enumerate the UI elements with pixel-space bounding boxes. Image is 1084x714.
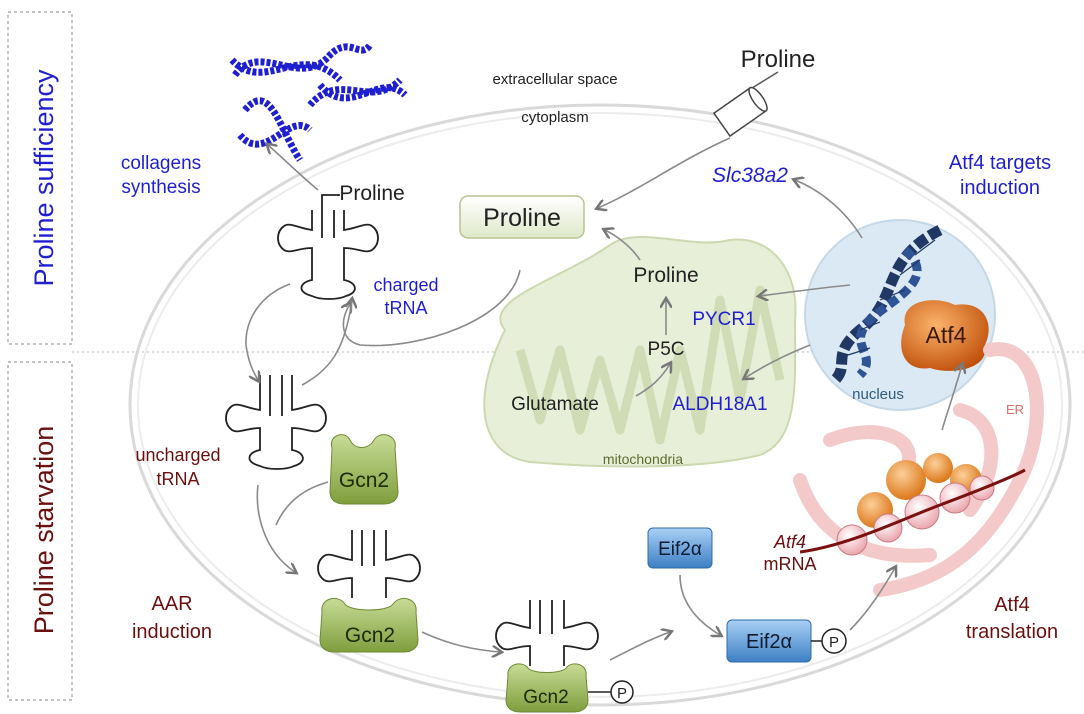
charged-trna-label-1: charged [373, 275, 438, 295]
uncharged-trna-label-2: tRNA [156, 469, 199, 489]
collagen-fibers-icon [229, 42, 408, 162]
gcn2-trna-complex-icon [317, 530, 421, 598]
eif2a-icon [647, 527, 713, 569]
proline-trna-label: Proline [339, 182, 404, 205]
proline-sufficiency-label: Proline sufficiency [29, 69, 59, 287]
uncharged-trna-icon [225, 375, 327, 470]
atf4-translation-label-2: translation [966, 621, 1058, 643]
cytoplasm-label: cytoplasm [521, 109, 589, 126]
pathway-arrows [245, 137, 962, 661]
gcn2-phospho-icon [505, 663, 589, 713]
eif2a-phosphate-label: P [829, 634, 839, 651]
starvation-panel [7, 361, 73, 701]
er-label: ER [1006, 402, 1024, 417]
aar-induction-label-1: AAR [151, 593, 192, 615]
pycr1-label: PYCR1 [692, 309, 755, 330]
proline-extracellular-label: Proline [741, 46, 816, 73]
extracellular-space-label: extracellular space [492, 71, 617, 88]
cell-membrane [128, 103, 1072, 707]
proline-pool-label: Proline [483, 204, 561, 232]
gcn2-phosphate-label: P [617, 685, 627, 702]
atf4-translation-label-1: Atf4 [994, 594, 1030, 616]
gcn2-free-icon [329, 434, 399, 505]
proline-mito-label: Proline [633, 264, 698, 287]
proline-starvation-label: Proline starvation [29, 426, 59, 635]
dna-helix-icon [830, 225, 943, 384]
aar-induction-label-2: induction [132, 621, 212, 643]
collagens-synthesis-label-1: collagens [121, 153, 201, 174]
proline-pool-box [459, 195, 585, 239]
aldh18a1-label: ALDH18A1 [672, 394, 767, 415]
mitochondria-label: mitochondria [603, 451, 683, 467]
eif2a-phospho-label: Eif2α [746, 631, 792, 653]
atf4-targets-label-1: Atf4 targets [949, 152, 1051, 174]
slc38a2-label: Slc38a2 [712, 164, 788, 187]
gcn2-bound-label: Gcn2 [345, 624, 395, 647]
gcn2-bound-icon [319, 597, 419, 653]
atf4-mrna-strand [799, 468, 1026, 554]
charged-trna-label-2: tRNA [384, 298, 427, 318]
mitochondria-icon [483, 236, 797, 468]
atf4-mrna-label-1: Atf4 [773, 532, 806, 552]
slc38a2-transporter-icon [712, 71, 779, 138]
sufficiency-panel [7, 11, 73, 345]
atf4-protein-icon [901, 300, 989, 371]
gcn2-phospho-label: Gcn2 [523, 687, 568, 708]
eif2a-phosphate-icon [821, 628, 847, 654]
charged-trna-icon [277, 194, 379, 300]
atf4-targets-label-2: induction [960, 177, 1040, 199]
atf4-protein-label: Atf4 [926, 322, 967, 348]
gcn2-free-label: Gcn2 [339, 469, 389, 492]
nucleus-label: nucleus [852, 386, 904, 403]
collagens-synthesis-label-2: synthesis [121, 177, 200, 198]
eif2a-label: Eif2α [658, 539, 702, 560]
p5c-label: P5C [648, 339, 685, 360]
atf4-mrna-label-2: mRNA [764, 554, 817, 574]
uncharged-trna-label-1: uncharged [135, 445, 220, 465]
glutamate-label: Glutamate [511, 394, 599, 415]
gcn2-phospho-complex-icon [495, 600, 599, 666]
